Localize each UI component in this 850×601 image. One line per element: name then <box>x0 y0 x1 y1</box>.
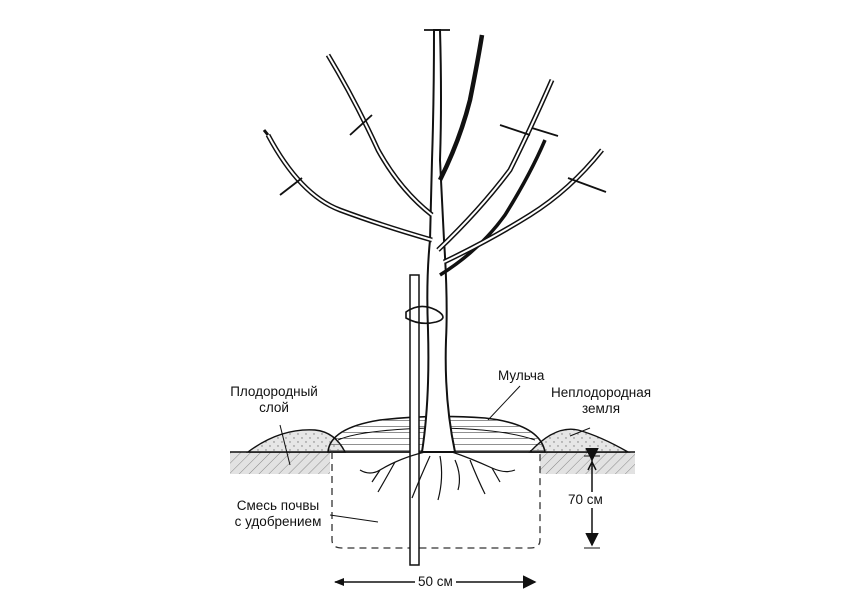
roots <box>359 451 516 501</box>
prune-mark-far-left <box>279 177 303 196</box>
fertile-layer-label-line2: слой <box>259 400 289 415</box>
width-label: 50 см <box>415 574 456 590</box>
infertile-soil-label: Неплодородная земля <box>546 385 656 417</box>
mulch-label: Мульча <box>498 368 545 383</box>
stake-tie <box>405 305 444 325</box>
prune-mark-right-2 <box>531 127 559 137</box>
infertile-soil-mound <box>528 428 631 453</box>
infertile-soil-label-line2: земля <box>581 401 620 416</box>
planting-pit <box>331 452 541 549</box>
branch-upper-right <box>437 34 485 182</box>
support-stake <box>409 274 420 566</box>
ground-right-strip <box>540 452 635 474</box>
soil-mix-label-line2: с удобрением <box>234 514 322 529</box>
soil-mix-label-line1: Смесь почвы <box>236 498 320 513</box>
depth-label: 70 см <box>566 492 605 508</box>
fertile-layer-label: Плодородный слой <box>224 384 324 416</box>
infertile-soil-label-line1: Неплодородная <box>550 385 652 400</box>
ground-left-strip <box>230 452 330 474</box>
soil-mix-label: Смесь почвы с удобрением <box>228 498 328 530</box>
prune-mark-far-right <box>567 177 607 193</box>
leader-lines <box>279 385 591 523</box>
prune-mark-left <box>349 114 373 136</box>
prune-mark-right-1 <box>499 124 531 136</box>
branch-far-right <box>442 148 604 265</box>
branch-far-left <box>265 133 433 243</box>
tree <box>262 29 607 453</box>
ground <box>230 451 635 474</box>
branch-left <box>325 53 434 217</box>
fertile-layer-label-line1: Плодородный <box>230 384 318 399</box>
branch-mid-right <box>439 139 547 277</box>
